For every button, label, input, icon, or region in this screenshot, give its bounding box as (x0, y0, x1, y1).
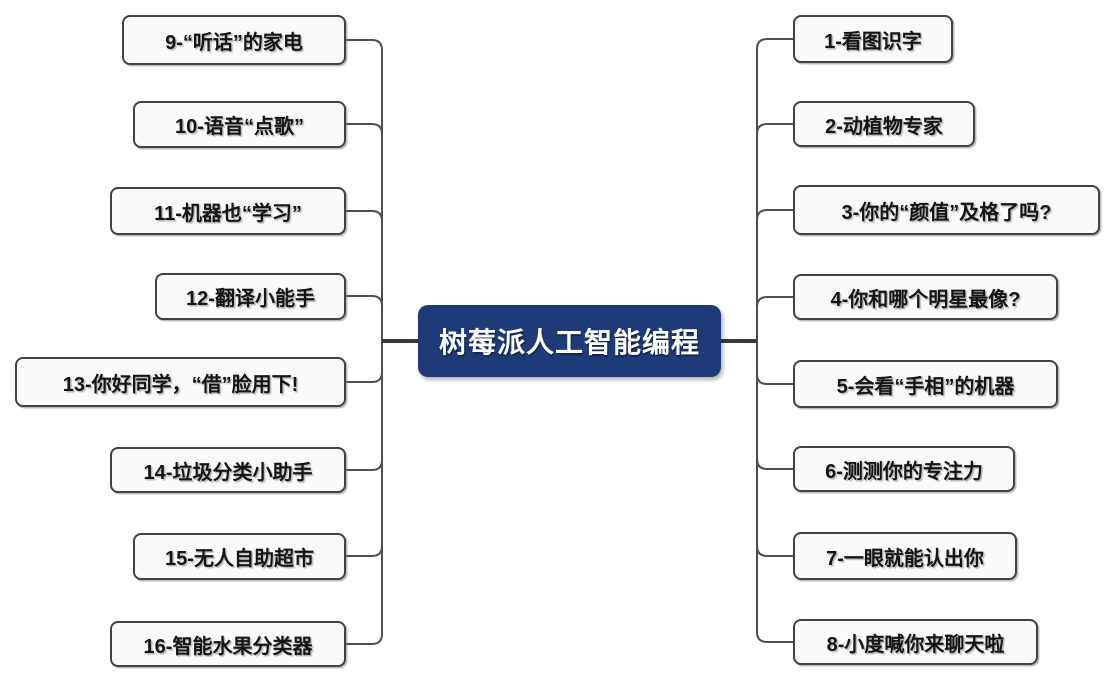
branch-node-right-7[interactable]: 8-小度喊你来聊天啦 (793, 619, 1038, 665)
branch-node-left-0[interactable]: 9-“听话”的家电 (122, 15, 346, 65)
branch-node-right-0[interactable]: 1-看图识字 (793, 15, 953, 63)
connector-line (346, 39, 383, 341)
branch-node-right-4[interactable]: 5-会看“手相”的机器 (793, 360, 1058, 408)
branch-node-right-2[interactable]: 3-你的“颜值”及格了吗? (793, 185, 1100, 235)
connector-line (756, 209, 793, 341)
connector-line (756, 341, 793, 557)
connector-line (756, 341, 793, 643)
connector-line (346, 210, 383, 341)
branch-node-right-5[interactable]: 6-测测你的专注力 (793, 446, 1015, 492)
branch-node-left-7[interactable]: 16-智能水果分类器 (110, 621, 346, 667)
central-topic-node[interactable]: 树莓派人工智能编程 (418, 305, 721, 377)
branch-node-left-5[interactable]: 14-垃圾分类小助手 (110, 447, 346, 493)
connector-line (346, 295, 383, 341)
branch-node-right-6[interactable]: 7-一眼就能认出你 (793, 532, 1017, 580)
branch-node-left-1[interactable]: 10-语音“点歌” (133, 100, 346, 148)
branch-node-left-4[interactable]: 13-你好同学，“借”脸用下! (15, 357, 346, 407)
branch-node-right-1[interactable]: 2-动植物专家 (793, 101, 975, 147)
branch-node-left-2[interactable]: 11-机器也“学习” (110, 187, 346, 235)
connector-line (346, 341, 383, 471)
connector-line (346, 341, 383, 383)
branch-node-left-3[interactable]: 12-翻译小能手 (155, 272, 346, 320)
connector-line (756, 296, 793, 341)
connector-line (756, 341, 793, 385)
connector-line (346, 341, 383, 645)
connector-line (346, 341, 383, 557)
branch-node-right-3[interactable]: 4-你和哪个明星最像? (793, 274, 1058, 320)
connector-line (346, 123, 383, 341)
connector-line (756, 123, 793, 341)
connector-line (756, 38, 793, 341)
connector-line (756, 341, 793, 470)
branch-node-left-6[interactable]: 15-无人自助超市 (133, 532, 346, 580)
